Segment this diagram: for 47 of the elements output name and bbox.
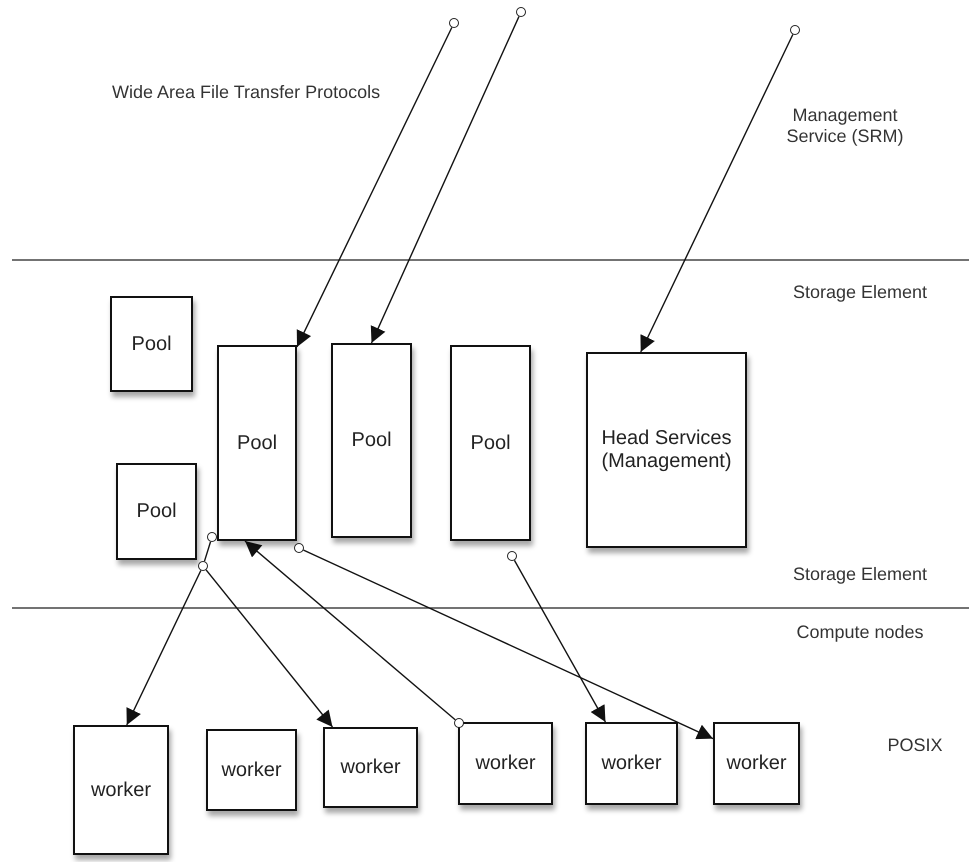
annotation-label: Storage Element <box>792 282 928 303</box>
node-label: Pool <box>351 429 392 452</box>
node-label: Pool <box>236 432 278 454</box>
connector-circle <box>790 25 800 35</box>
worker-box <box>73 725 169 855</box>
pool-box <box>110 296 193 392</box>
arrow <box>296 27 452 348</box>
annotation-label: Wide Area File Transfer Protocols <box>112 82 382 103</box>
node-label: worker <box>221 758 282 782</box>
worker-box <box>206 729 297 811</box>
node-label: Head Services (Management) <box>600 427 733 473</box>
node-label: worker <box>601 752 662 775</box>
service-box <box>586 352 747 548</box>
node-label: Pool <box>470 432 511 454</box>
annotation-label: POSIX <box>886 735 944 756</box>
node-label: worker <box>340 756 400 779</box>
arrow <box>303 549 714 740</box>
node-label: Pool <box>131 332 172 356</box>
pool-box <box>116 463 197 560</box>
connector-circle <box>198 561 208 571</box>
pool-box <box>450 345 531 541</box>
worker-box <box>585 722 678 805</box>
connector-circle <box>454 718 464 728</box>
arrow <box>206 569 334 728</box>
pool-box <box>331 343 412 538</box>
arrow <box>126 570 202 726</box>
connector-circle <box>294 543 304 553</box>
annotation-label: Compute nodes <box>795 622 925 643</box>
worker-box <box>713 722 800 805</box>
node-label: worker <box>475 752 536 775</box>
connector-circle <box>507 551 517 561</box>
pool-box <box>217 345 297 541</box>
annotation-label: Storage Element <box>792 564 928 585</box>
arrow <box>244 540 456 720</box>
worker-box <box>323 727 418 808</box>
node-label: worker <box>90 778 151 802</box>
arrow <box>640 34 794 352</box>
arrow <box>370 16 520 344</box>
connector-circle <box>449 18 459 28</box>
annotation-label: Management Service (SRM) <box>785 105 904 147</box>
connector-circle <box>207 532 217 542</box>
connector-line <box>204 542 212 562</box>
node-label: Pool <box>136 500 177 523</box>
worker-box <box>458 722 553 805</box>
connector-circle <box>516 7 526 17</box>
arrow <box>514 560 606 722</box>
node-label: worker <box>726 752 786 775</box>
